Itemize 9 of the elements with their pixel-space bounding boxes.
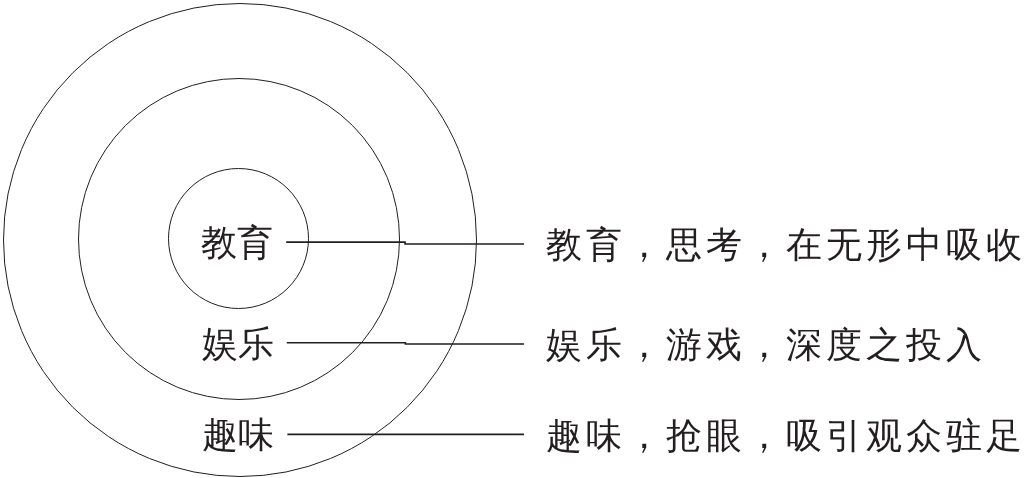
circle-label: 教育: [201, 225, 274, 262]
leader-line: [285, 241, 525, 245]
description-text: 教育，思考，在无形中吸收: [546, 227, 1026, 263]
circle-label: 趣味: [202, 417, 275, 454]
leader-line: [286, 433, 525, 436]
description-text: 趣味，抢眼，吸引观众驻足: [546, 418, 1026, 454]
leader-line: [285, 341, 525, 345]
circle-label: 娱乐: [201, 325, 274, 362]
description-text: 娱乐，游戏，深度之投入: [546, 327, 986, 363]
